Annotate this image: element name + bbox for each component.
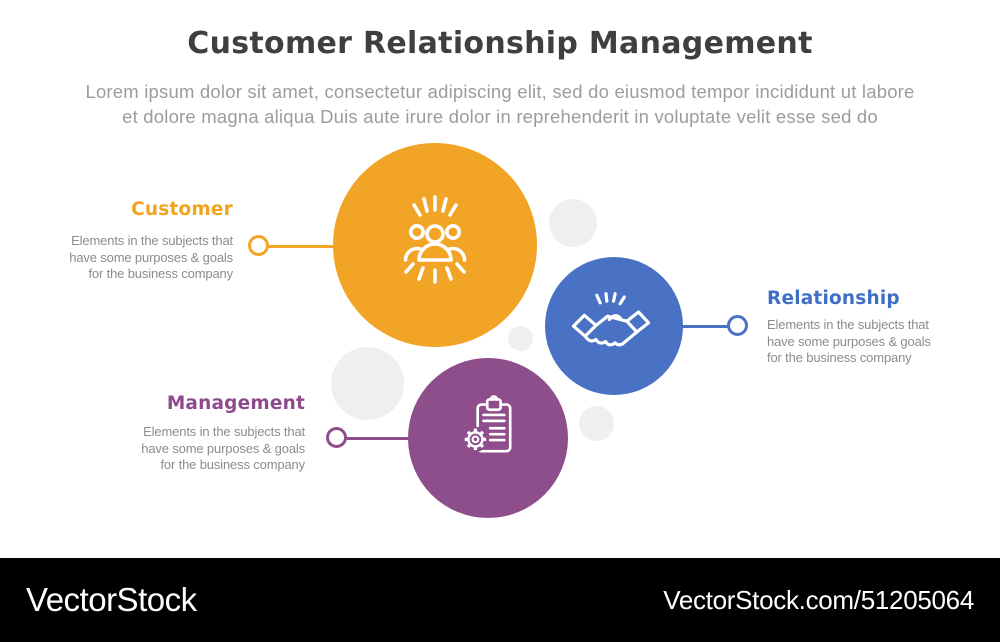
management-desc-line: Elements in the subjects that	[143, 424, 305, 439]
management-desc-line: have some purposes & goals	[141, 440, 305, 456]
customer-desc-line: have some purposes & goals	[69, 249, 233, 265]
management-circle	[408, 358, 568, 518]
management-desc-line: for the business company	[160, 457, 305, 472]
watermark-bar: VectorStock VectorStock.com/51205064	[0, 558, 1000, 642]
subtitle-line-1: Lorem ipsum dolor sit amet, consectetur …	[85, 81, 915, 102]
clipboard-gear-icon	[462, 395, 512, 453]
people-rays-icon	[403, 195, 467, 284]
management-description: Elements in the subjects that have some …	[141, 424, 305, 474]
subtitle-line-2: et dolore magna aliqua Duis aute irure d…	[122, 106, 878, 127]
handshake-icon	[571, 292, 651, 347]
relationship-connector-line	[681, 325, 729, 328]
deco-circle	[508, 326, 533, 351]
vectorstock-logo: VectorStock	[26, 581, 197, 618]
relationship-label: Relationship	[767, 288, 900, 309]
management-label: Management	[166, 393, 305, 414]
customer-connector-ring	[248, 235, 269, 256]
customer-label: Customer	[131, 199, 233, 220]
relationship-desc-line: Elements in the subjects that	[767, 317, 929, 332]
management-connector-line	[344, 437, 411, 440]
page-title: Customer Relationship Management	[187, 26, 813, 61]
deco-circle	[331, 347, 404, 420]
relationship-desc-line: have some purposes & goals	[767, 333, 931, 349]
customer-connector-line	[266, 245, 336, 248]
management-connector-ring	[326, 427, 347, 448]
relationship-connector-ring	[727, 315, 748, 336]
subtitle: Lorem ipsum dolor sit amet, consectetur …	[0, 79, 1000, 129]
customer-desc-line: for the business company	[88, 266, 233, 281]
customer-circle	[333, 143, 537, 347]
relationship-desc-line: for the business company	[767, 350, 912, 365]
customer-description: Elements in the subjects that have some …	[69, 233, 233, 283]
deco-circle	[579, 406, 614, 441]
deco-circle	[549, 199, 597, 247]
relationship-circle	[545, 257, 683, 395]
customer-desc-line: Elements in the subjects that	[71, 233, 233, 248]
relationship-description: Elements in the subjects that have some …	[767, 317, 931, 367]
vectorstock-url: VectorStock.com/51205064	[663, 584, 974, 615]
